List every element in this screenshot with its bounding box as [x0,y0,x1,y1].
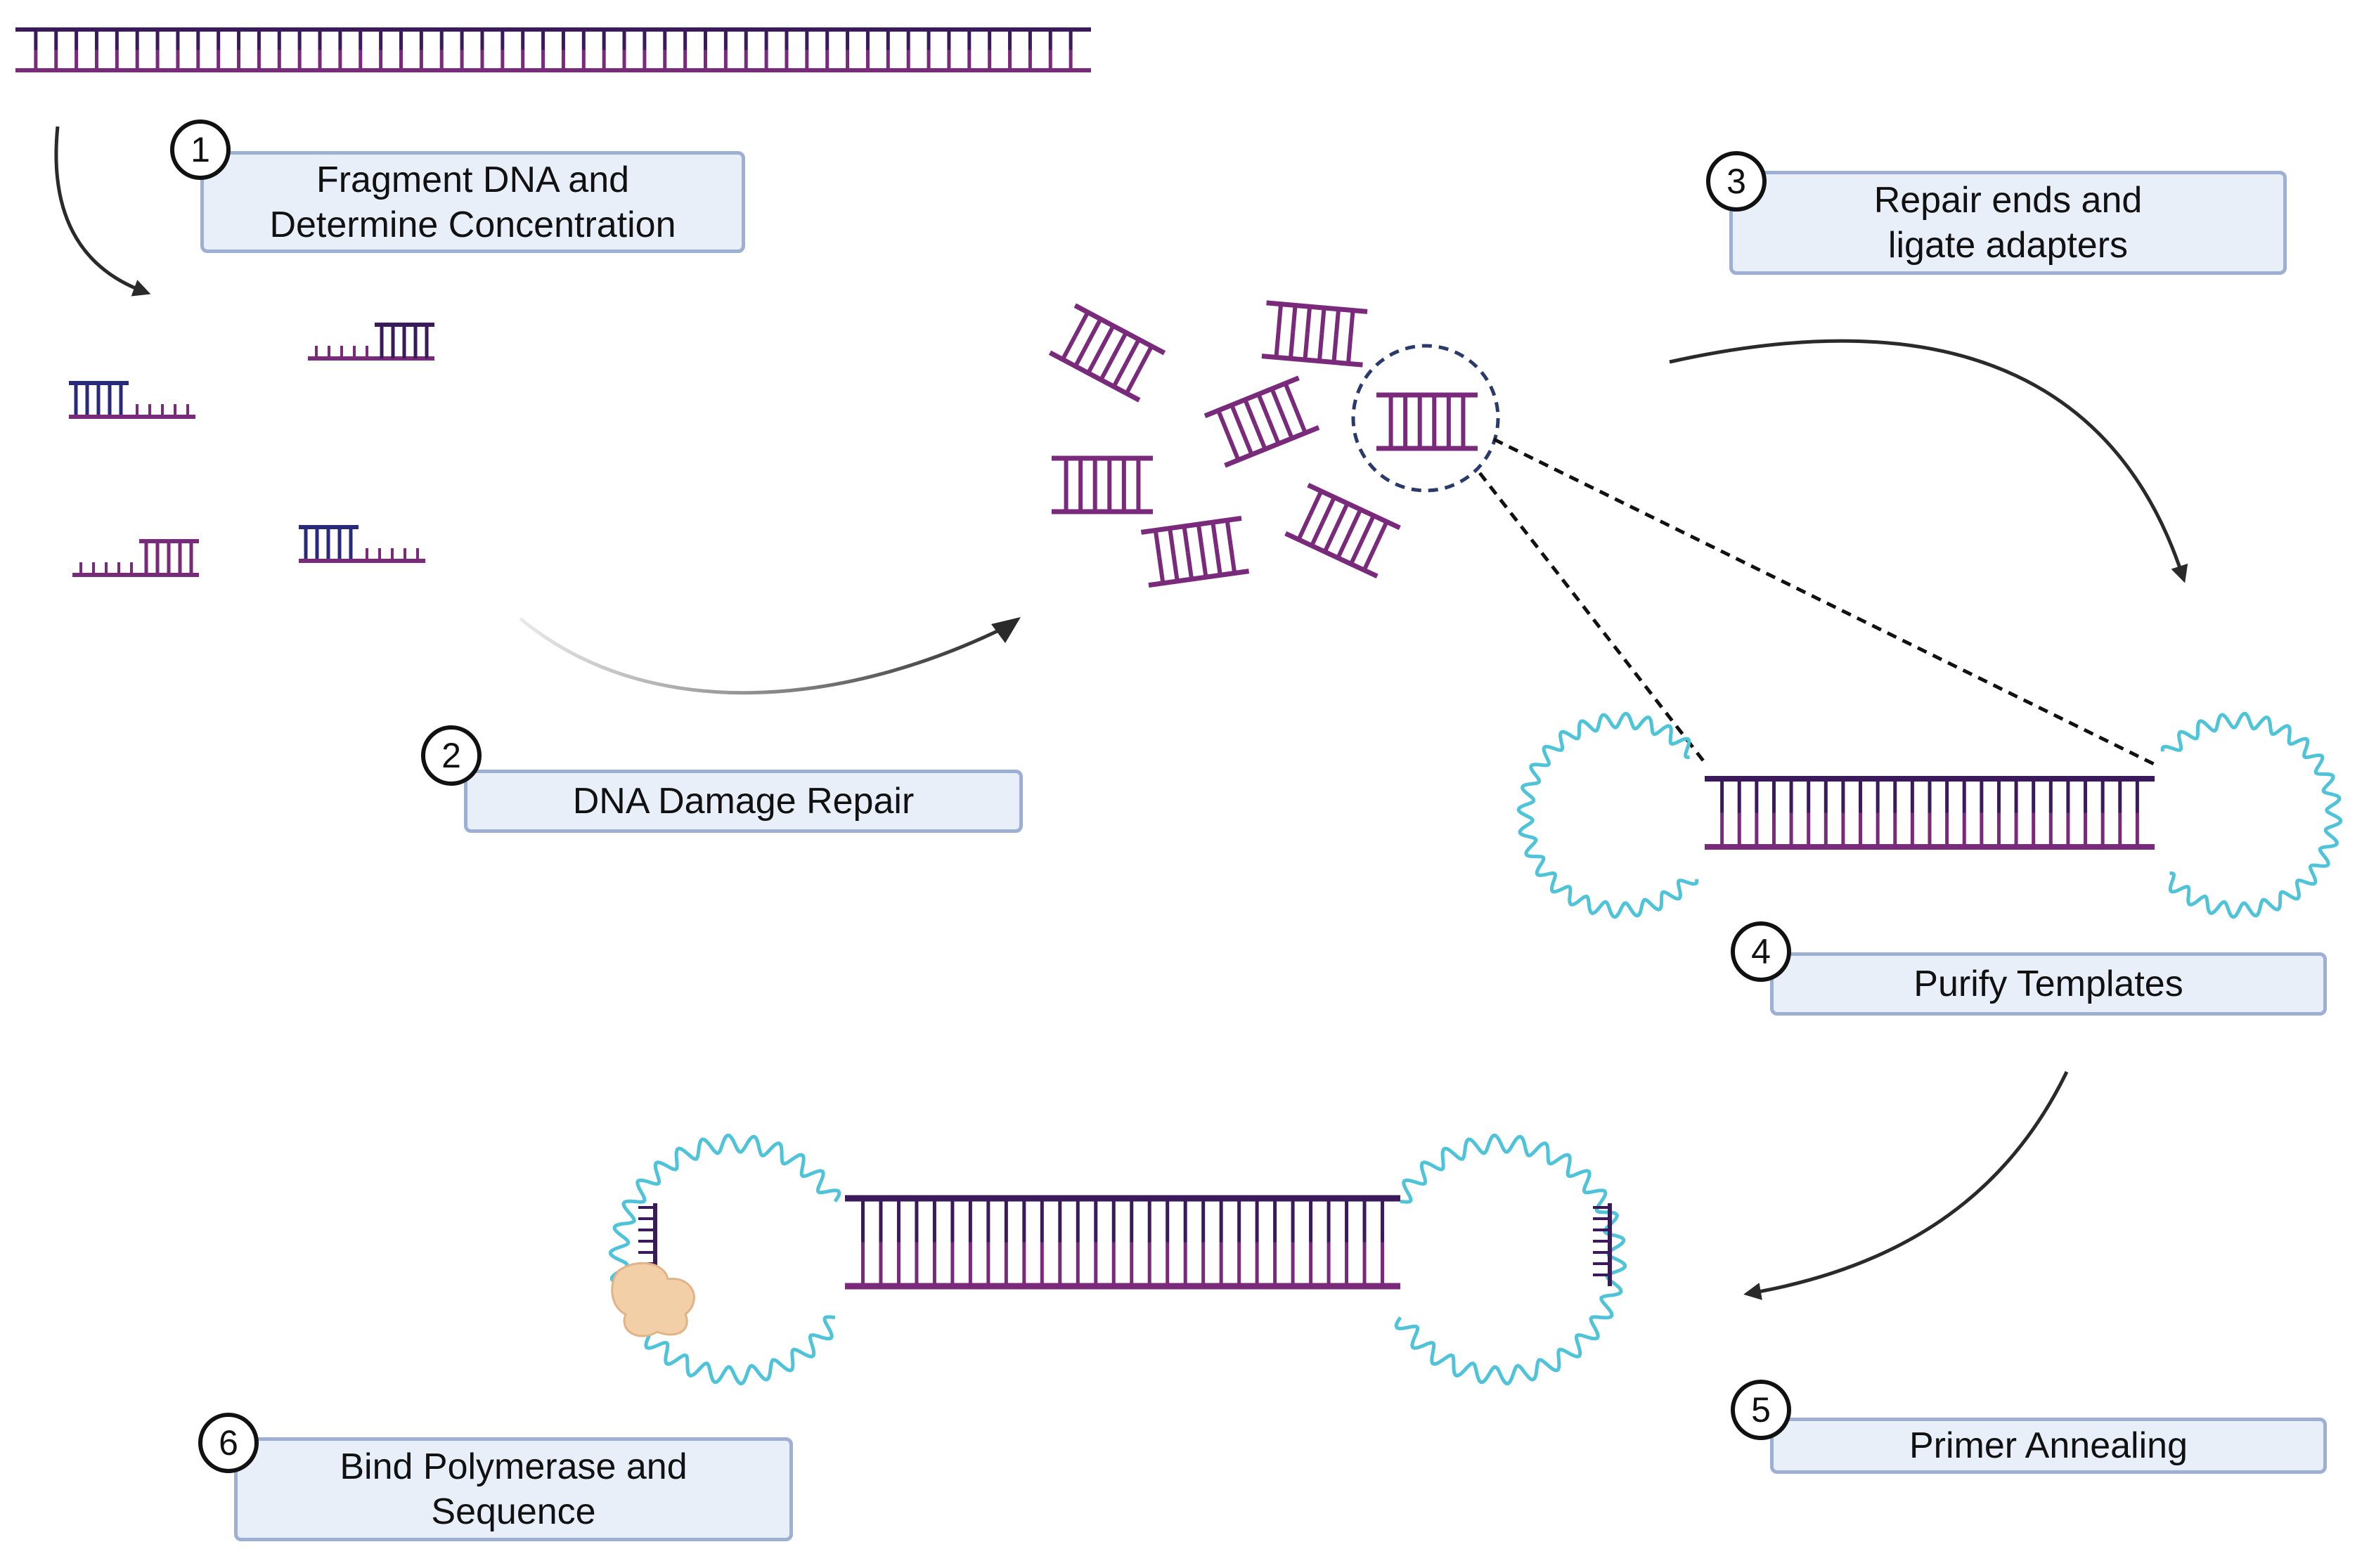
step-5-line-1: Primer Annealing [1909,1425,2188,1466]
arrow-step-1 [54,126,151,297]
step-2-line-1: DNA Damage Repair [572,781,915,822]
step-3-line-2: ligate adapters [1887,225,2129,266]
step-6-line-1: Bind Polymerase and [340,1446,688,1487]
fragment-b [69,381,195,419]
repaired-fragment-2 [1261,300,1368,368]
adapter-loop-left-1 [1516,711,1699,919]
step-4-line-1: Purify Templates [1913,964,2183,1004]
step-1-box: Fragment DNA and Determine Concentration [200,151,745,253]
step-1-number: 1 [170,119,231,180]
adapter-loop-right-1 [2160,711,2343,919]
repaired-fragment-7 [1376,392,1478,451]
fragment-a [308,323,434,361]
repaired-fragment-3 [1203,375,1320,468]
step-6-line-2: Sequence [431,1491,596,1532]
step-3-box: Repair ends and ligate adapters [1729,171,2287,275]
adapter-loop-right-2 [1394,1133,1627,1386]
zoom-circle [1351,344,1500,493]
step-2-box: DNA Damage Repair [464,770,1023,833]
annealed-template [845,1195,1400,1290]
genomic-dna-strand [15,27,1091,72]
primer-right [1593,1203,1612,1286]
repaired-fragment-5 [1140,515,1250,588]
zoom-line-left [1478,472,1706,764]
step-4-box: Purify Templates [1770,952,2327,1016]
step-5-number: 5 [1731,1380,1791,1440]
step-6-box: Bind Polymerase and Sequence [234,1437,793,1541]
step-1-line-2: Determine Concentration [269,204,676,245]
arrow-step-3 [1669,339,2188,583]
step-2-number: 2 [421,725,482,786]
repaired-fragment-4 [1052,455,1153,514]
fragment-c [72,539,199,577]
fragment-d [299,525,425,563]
arrow-step-2-head [991,617,1021,643]
repaired-fragment-6 [1284,482,1401,579]
step-4-number: 4 [1731,921,1791,982]
polymerase-enzyme [611,1262,695,1337]
arrow-step-2 [519,617,1017,695]
repaired-fragment-1 [1048,303,1166,403]
step-3-number: 3 [1706,151,1767,212]
purified-template [1705,776,2155,850]
adapter-loop-left-2 [608,1133,841,1386]
step-1-line-1: Fragment DNA and [316,159,630,200]
step-5-box: Primer Annealing [1770,1418,2327,1474]
zoom-line-right [1492,437,2160,768]
step-3-line-1: Repair ends and [1873,180,2143,221]
arrow-step-5 [1743,1070,2069,1300]
step-6-number: 6 [198,1413,259,1473]
